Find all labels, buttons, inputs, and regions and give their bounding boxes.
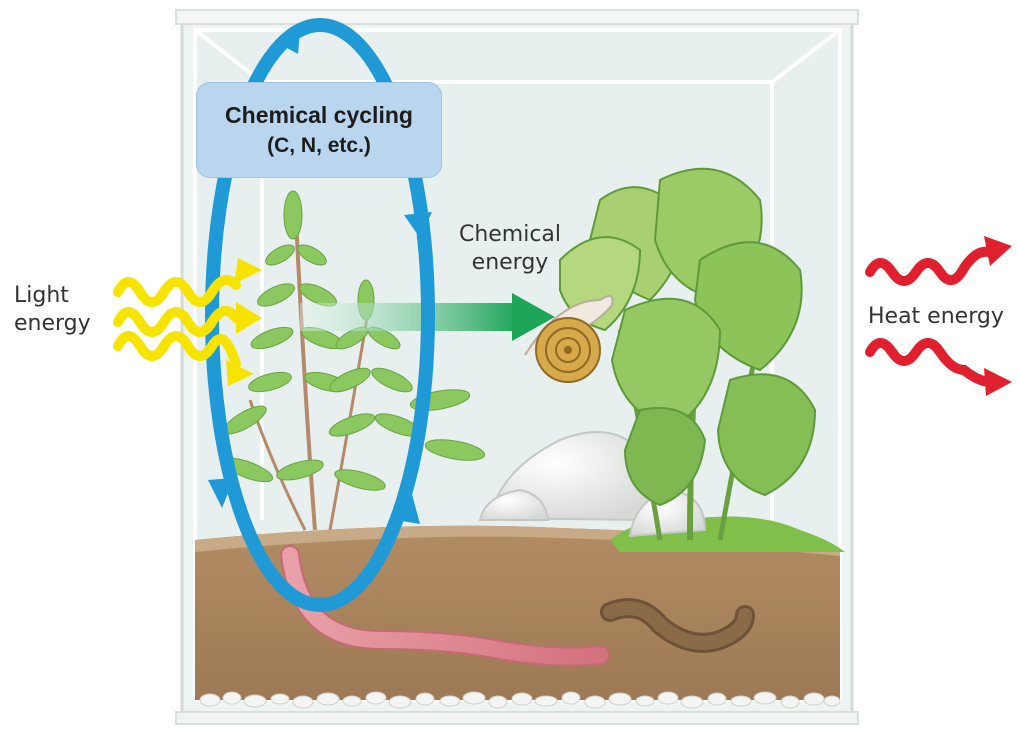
chemical-energy-label: Chemical energy (440, 221, 580, 276)
heat-energy-label: Heat energy (868, 303, 1018, 331)
chemical-cycling-elements: (C, N, etc.) (196, 134, 442, 158)
chemical-cycling-title: Chemical cycling (196, 102, 442, 129)
light-energy-label: Light energy (14, 282, 124, 337)
chemical-cycling-box: Chemical cycling (C, N, etc.) (196, 82, 442, 178)
